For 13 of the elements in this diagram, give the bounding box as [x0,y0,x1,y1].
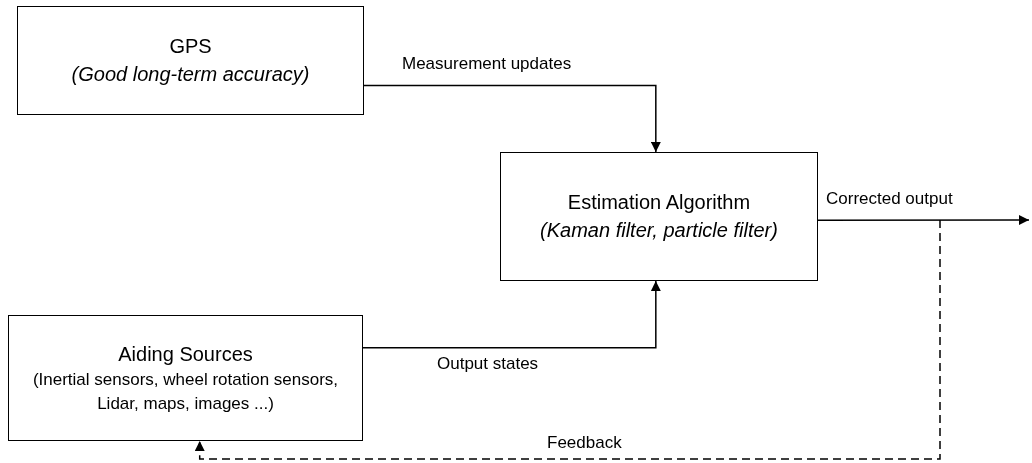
box-title: GPS [169,34,212,59]
process-box [17,6,364,115]
arrow [194,219,941,460]
arrow [363,84,661,153]
arrow [362,280,661,349]
box-title: Aiding Sources [118,341,253,367]
box-subtitle: (Inertial sensors, wheel rotation sensors, Lidar, maps, images ...) [31,369,340,415]
process-box [500,152,818,281]
process-box [8,315,363,441]
box-subtitle: (Kaman filter, particle filter) [540,217,778,243]
arrow [817,215,1030,225]
box-subtitle: (Good long-term accuracy) [71,61,310,87]
box-title: Estimation Algorithm [567,190,751,215]
